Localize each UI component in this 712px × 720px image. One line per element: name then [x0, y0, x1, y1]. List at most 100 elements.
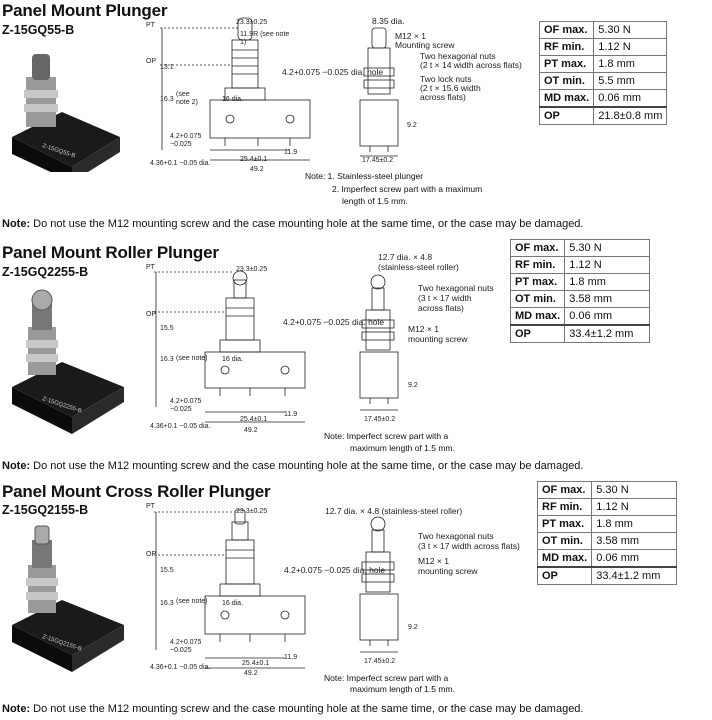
dim-note: (see note): [176, 355, 208, 362]
dim-9-2: 9.2: [407, 122, 417, 129]
side-view-drawing: [359, 274, 399, 411]
label-hexsize: (2 t × 14 width across flats): [420, 60, 522, 70]
drawing-note-1: Note: Imperfect screw part with a: [324, 431, 449, 441]
model-number: Z-15GQ55-B: [2, 23, 75, 37]
dim-hole: 4.2+0.075 −0.025 dia. hole: [282, 67, 384, 77]
spec-key: OT min.: [538, 72, 595, 90]
dim-16-dia: 16 dia.: [222, 96, 244, 103]
dim-hole: 4.2+0.075 −0.025 dia. hole: [284, 565, 386, 575]
spec-value: 5.30 N: [593, 21, 668, 39]
spec-key: RF min.: [536, 498, 593, 516]
dim-16-3: 16.3: [160, 600, 174, 607]
dim-hole: 4.2+0.075 −0.025 dia. hole: [283, 317, 385, 327]
bottom-note: Note: Do not use the M12 mounting screw …: [2, 703, 584, 715]
label-locksize2: across flats): [420, 92, 466, 102]
spec-value: 0.06 mm: [593, 89, 668, 108]
spec-value: 0.06 mm: [564, 307, 651, 326]
spec-value: 33.4±1.2 mm: [591, 566, 678, 585]
spec-key: OF max.: [538, 21, 595, 39]
dim-49-2: 49.2: [244, 427, 258, 434]
dim-25-4: 25.4±0.1: [240, 416, 268, 423]
spec-key: MD max.: [536, 549, 593, 568]
spec-key: OT min.: [509, 290, 566, 308]
spec-value: 21.8±0.8 mm: [593, 106, 668, 125]
dim-9-2: 9.2: [408, 382, 418, 389]
spec-value: 5.30 N: [591, 481, 678, 499]
switch-photo: Z-15GQ2255-B: [12, 289, 124, 434]
label-lock: Two lock nuts: [420, 74, 472, 84]
spec-key: PT max.: [536, 515, 593, 533]
drawing-note-2: maximum length of 1.5 mm.: [350, 443, 455, 453]
spec-key: MD max.: [509, 307, 566, 326]
spec-table: OF max.5.30 N RF min.1.12 N PT max.1.8 m…: [536, 481, 678, 585]
section-title: Panel Mount Plunger: [2, 1, 168, 20]
dim-11-9: 11.9: [284, 149, 298, 156]
spec-value: 0.06 mm: [591, 549, 678, 568]
label-mount: Mounting screw: [395, 40, 455, 50]
dim-width: 23.3±0.25: [236, 19, 268, 26]
label-mount: mounting screw: [418, 566, 478, 576]
label-m12: M12 × 1: [418, 556, 449, 566]
drawing-note-1: Note: Imperfect screw part with a: [324, 673, 449, 683]
dim-4-2: 4.2+0.075 −0.025: [170, 398, 202, 413]
spec-value: 33.4±1.2 mm: [564, 324, 651, 343]
spec-key: OP: [509, 324, 566, 343]
dim-width: 23.3±0.25: [236, 266, 268, 273]
spec-value: 1.12 N: [564, 256, 651, 274]
bottom-note: Note: Do not use the M12 mounting screw …: [2, 460, 584, 472]
drawing-note-2: maximum length of 1.5 mm.: [350, 684, 455, 694]
spec-key: PT max.: [538, 55, 595, 73]
spec-table: OF max.5.30 N RF min.1.12 N PT max.1.8 m…: [538, 21, 668, 125]
spec-key: OP: [538, 106, 595, 125]
section-title: Panel Mount Roller Plunger: [2, 243, 219, 262]
section-title: Panel Mount Cross Roller Plunger: [2, 482, 271, 501]
spec-value: 5.30 N: [564, 239, 651, 257]
dim-4-2: 4.2+0.075 −0.025: [170, 133, 202, 148]
front-view-drawing: [154, 270, 306, 423]
dim-17-45: 17.45±0.2: [362, 157, 394, 164]
dim-15-5: 15.5: [160, 325, 174, 332]
dim-15-5: 15.5: [160, 567, 174, 574]
side-view-drawing: [359, 516, 399, 653]
label-m12: M12 × 1: [408, 324, 439, 334]
dim-note2: (see note 2): [176, 91, 198, 106]
drawing-note-1: Note: 1. Stainless-steel plunger: [305, 171, 424, 181]
dim-op: OP: [146, 311, 157, 318]
side-view-drawing: [359, 27, 399, 157]
dim-11-9: 11.9: [284, 654, 298, 661]
dim-16-dia: 16 dia.: [222, 356, 244, 363]
front-view-drawing: [160, 17, 311, 161]
spec-key: OT min.: [536, 532, 593, 550]
dim-49-2: 49.2: [250, 166, 264, 173]
label-hexsize: (3 t × 17 width across flats): [418, 541, 520, 551]
spec-key: MD max.: [538, 89, 595, 108]
spec-key: PT max.: [509, 273, 566, 291]
model-number: Z-15GQ2155-B: [2, 503, 89, 517]
dim-pt: PT: [146, 503, 155, 510]
label-locksize: (2 t × 15.6 width: [420, 83, 481, 93]
drawing-note-2: 2. Imperfect screw part with a maximum: [332, 184, 483, 194]
label-roller: 12.7 dia. × 4.8: [378, 252, 433, 262]
label-hexsize: (3 t × 17 width: [418, 293, 472, 303]
dim-16-3: 16.3: [160, 356, 174, 363]
front-view-drawing: [154, 509, 306, 669]
dim-17-45: 17.45±0.2: [364, 658, 396, 665]
label-m12: M12 × 1: [395, 31, 426, 41]
dim-pt: PT: [146, 264, 155, 271]
spec-value: 1.8 mm: [591, 515, 678, 533]
dim-9-2: 9.2: [408, 624, 418, 631]
dim-op: OP: [146, 551, 157, 558]
bottom-note: Note: Do not use the M12 mounting screw …: [2, 218, 584, 230]
dim-11-9: 11.9: [284, 411, 298, 418]
dim-16-3: 16.3: [160, 96, 174, 103]
spec-key: OP: [536, 566, 593, 585]
label-roller2: (stainless-steel roller): [378, 262, 459, 272]
dim-25-4: 25.4±0.1: [242, 660, 270, 667]
dim-note: (see note): [176, 598, 208, 605]
spec-value: 3.58 mm: [564, 290, 651, 308]
spec-value: 1.8 mm: [593, 55, 668, 73]
dim-49-2: 49.2: [244, 670, 258, 677]
model-number: Z-15GQ2255-B: [2, 265, 89, 279]
label-hex: Two hexagonal nuts: [420, 51, 496, 61]
spec-key: OF max.: [536, 481, 593, 499]
